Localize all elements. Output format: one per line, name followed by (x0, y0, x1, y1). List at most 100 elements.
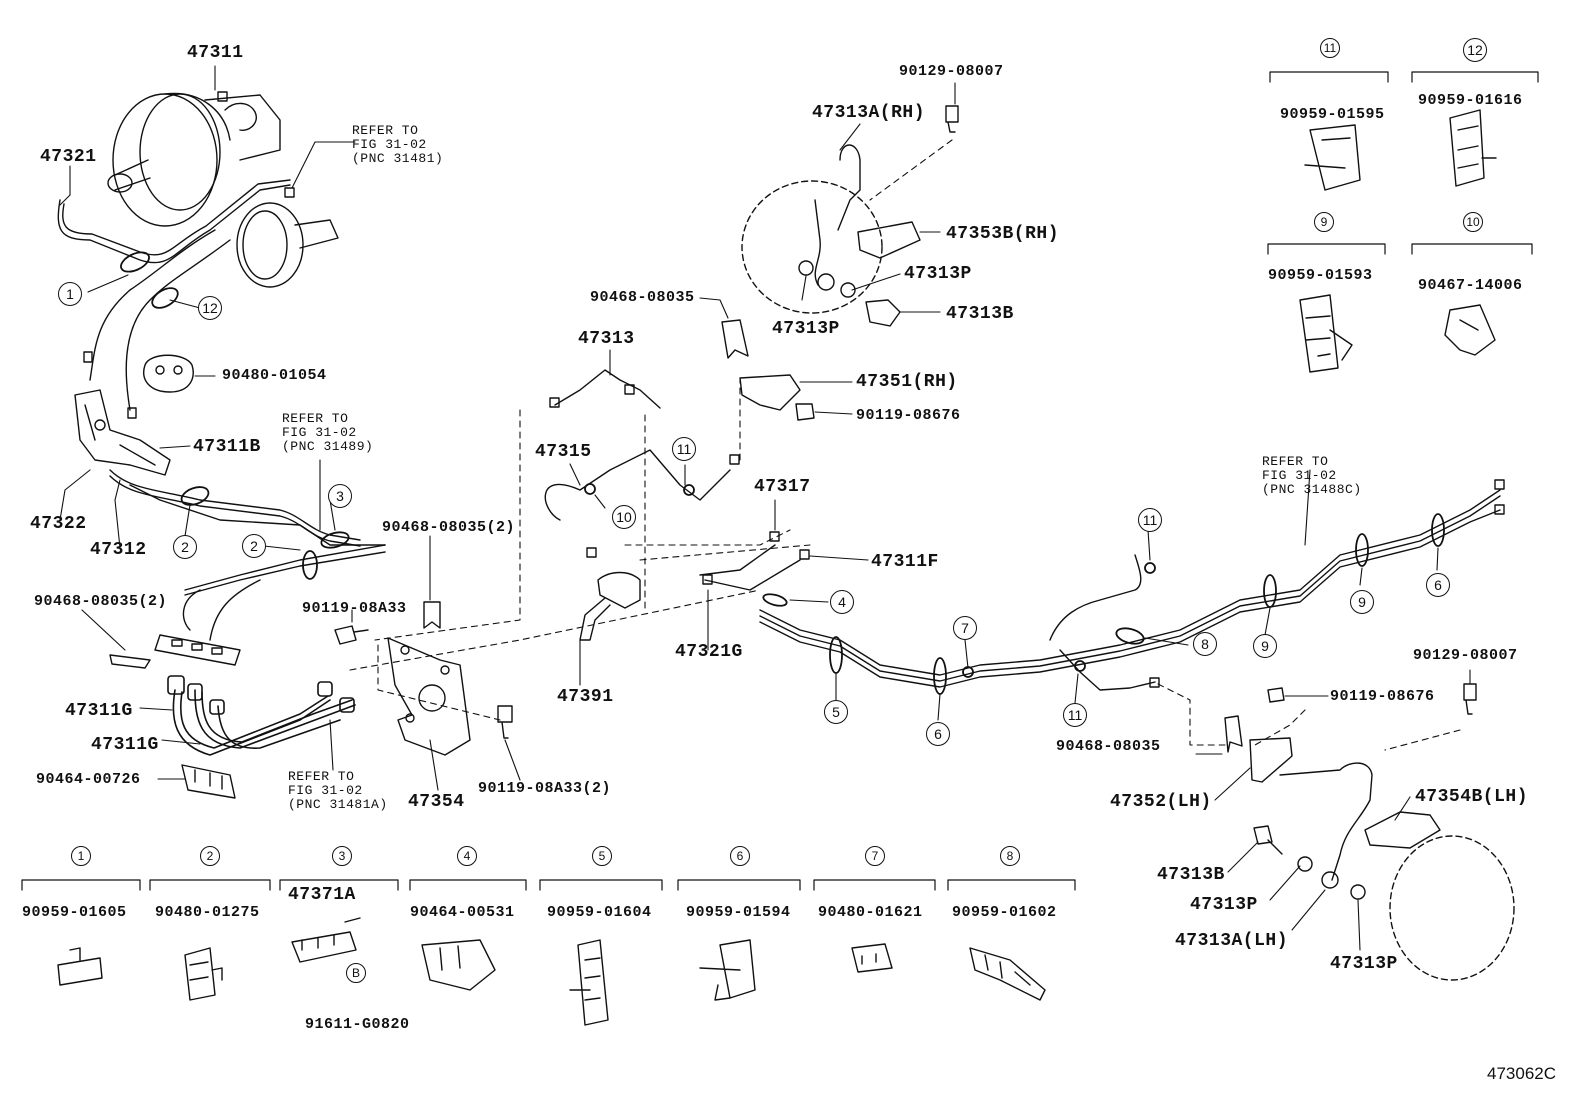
callout-marker: 5 (824, 700, 848, 724)
part-label: 47313P (904, 264, 972, 284)
misc-brackets-illustration (739, 180, 1515, 981)
leader-lines (59, 65, 1471, 951)
part-label: 47313P (1190, 895, 1258, 915)
part-label: 47313 (578, 329, 635, 349)
part-label: 47313P (1330, 954, 1398, 974)
part-label: 47353B(RH) (946, 224, 1060, 244)
part-label: 47354 (408, 792, 465, 812)
part-label: 90119-08A33 (302, 600, 407, 617)
callout-marker: 1 (58, 282, 82, 306)
legend-clip-illustrations (57, 109, 1497, 1026)
brake-booster-illustration (107, 92, 339, 288)
part-label: 91611-G0820 (305, 1016, 410, 1033)
legend-key: 3 (332, 846, 352, 866)
part-label: 47313A(RH) (812, 103, 926, 123)
part-label: 90468-08035(2) (382, 519, 516, 536)
callout-marker: 9 (1350, 590, 1374, 614)
legend-part: 90467-14006 (1418, 277, 1523, 294)
part-label: 47321 (40, 147, 97, 167)
legend-part: 90480-01275 (155, 904, 260, 921)
part-label: 47313B (946, 304, 1014, 324)
part-label: 47313P (772, 319, 840, 339)
legend-part: 90959-01605 (22, 904, 127, 921)
legend-part: 90959-01616 (1418, 92, 1523, 109)
part-label: 47313A(LH) (1175, 931, 1289, 951)
callout-marker: 2 (173, 535, 197, 559)
part-label: 90119-08676 (1330, 688, 1435, 705)
part-label: 47313B (1157, 865, 1225, 885)
callout-marker: B (346, 963, 366, 983)
part-label: 47391 (557, 687, 614, 707)
bracket-47354-illustration (387, 637, 471, 756)
callout-marker: 11 (1063, 703, 1087, 727)
legend-key: 9 (1314, 212, 1334, 232)
clip-90468-08035-illustration (423, 319, 1243, 753)
callout-marker: 8 (1193, 632, 1217, 656)
tray-illustration (109, 634, 241, 669)
flex-hoses-illustration (167, 675, 356, 756)
clip-90464-00726-illustration (181, 764, 236, 799)
part-label: 90119-08676 (856, 407, 961, 424)
part-label: 47351(RH) (856, 372, 958, 392)
legend-part: 90480-01621 (818, 904, 923, 921)
grommet-illustration (143, 354, 194, 393)
legend-part: 90959-01595 (1280, 106, 1385, 123)
part-label: 47315 (535, 442, 592, 462)
legend-part: 90464-00531 (410, 904, 515, 921)
part-label: 47311 (187, 43, 244, 63)
washers-illustration (798, 260, 1366, 900)
callout-marker: 2 (242, 534, 266, 558)
bolts-illustration (334, 105, 1477, 855)
rear-brake-lines (544, 144, 1501, 881)
legend-part: 90959-01593 (1268, 267, 1373, 284)
part-label: 47311G (91, 735, 159, 755)
part-label: 90480-01054 (222, 367, 327, 384)
legend-key: 6 (730, 846, 750, 866)
part-label: 47312 (90, 540, 147, 560)
callout-marker: 11 (1138, 508, 1162, 532)
part-label: 47352(LH) (1110, 792, 1212, 812)
legend-part: 90959-01602 (952, 904, 1057, 921)
part-label: 90129-08007 (899, 63, 1004, 80)
legend-key: 8 (1000, 846, 1020, 866)
legend-key: 4 (457, 846, 477, 866)
callout-marker: 11 (672, 437, 696, 461)
legend-brackets (21, 71, 1539, 891)
part-label: 47311G (65, 701, 133, 721)
callout-marker: 4 (830, 590, 854, 614)
figure-id: 473062C (1487, 1064, 1557, 1083)
dashed-leader-lines (349, 139, 1461, 751)
callout-marker: 3 (328, 484, 352, 508)
legend-part: 90959-01594 (686, 904, 791, 921)
legend-key: 12 (1463, 38, 1487, 62)
callout-marker: 10 (612, 505, 636, 529)
part-label: 90468-08035 (590, 289, 695, 306)
legend-key: 2 (200, 846, 220, 866)
callout-marker: 6 (1426, 573, 1450, 597)
legend-part: 90959-01604 (547, 904, 652, 921)
part-label: 47321G (675, 642, 743, 662)
legend-key: 11 (1320, 38, 1340, 58)
part-label: 47322 (30, 514, 87, 534)
callout-marker: 6 (926, 722, 950, 746)
bracket-47391-illustration (579, 571, 641, 641)
part-label: 47311B (193, 437, 261, 457)
callout-marker: 12 (198, 296, 222, 320)
part-label: 90129-08007 (1413, 647, 1518, 664)
bracket-47311b-illustration (74, 389, 171, 476)
callout-marker: 9 (1253, 634, 1277, 658)
part-label: 47354B(LH) (1415, 787, 1529, 807)
part-label: 47317 (754, 477, 811, 497)
part-label: 47371A (288, 885, 356, 905)
line-fittings (217, 91, 1505, 688)
legend-key: 5 (592, 846, 612, 866)
legend-key: 10 (1463, 212, 1483, 232)
part-label: 90468-08035(2) (34, 593, 168, 610)
part-label: 90119-08A33(2) (478, 780, 612, 797)
